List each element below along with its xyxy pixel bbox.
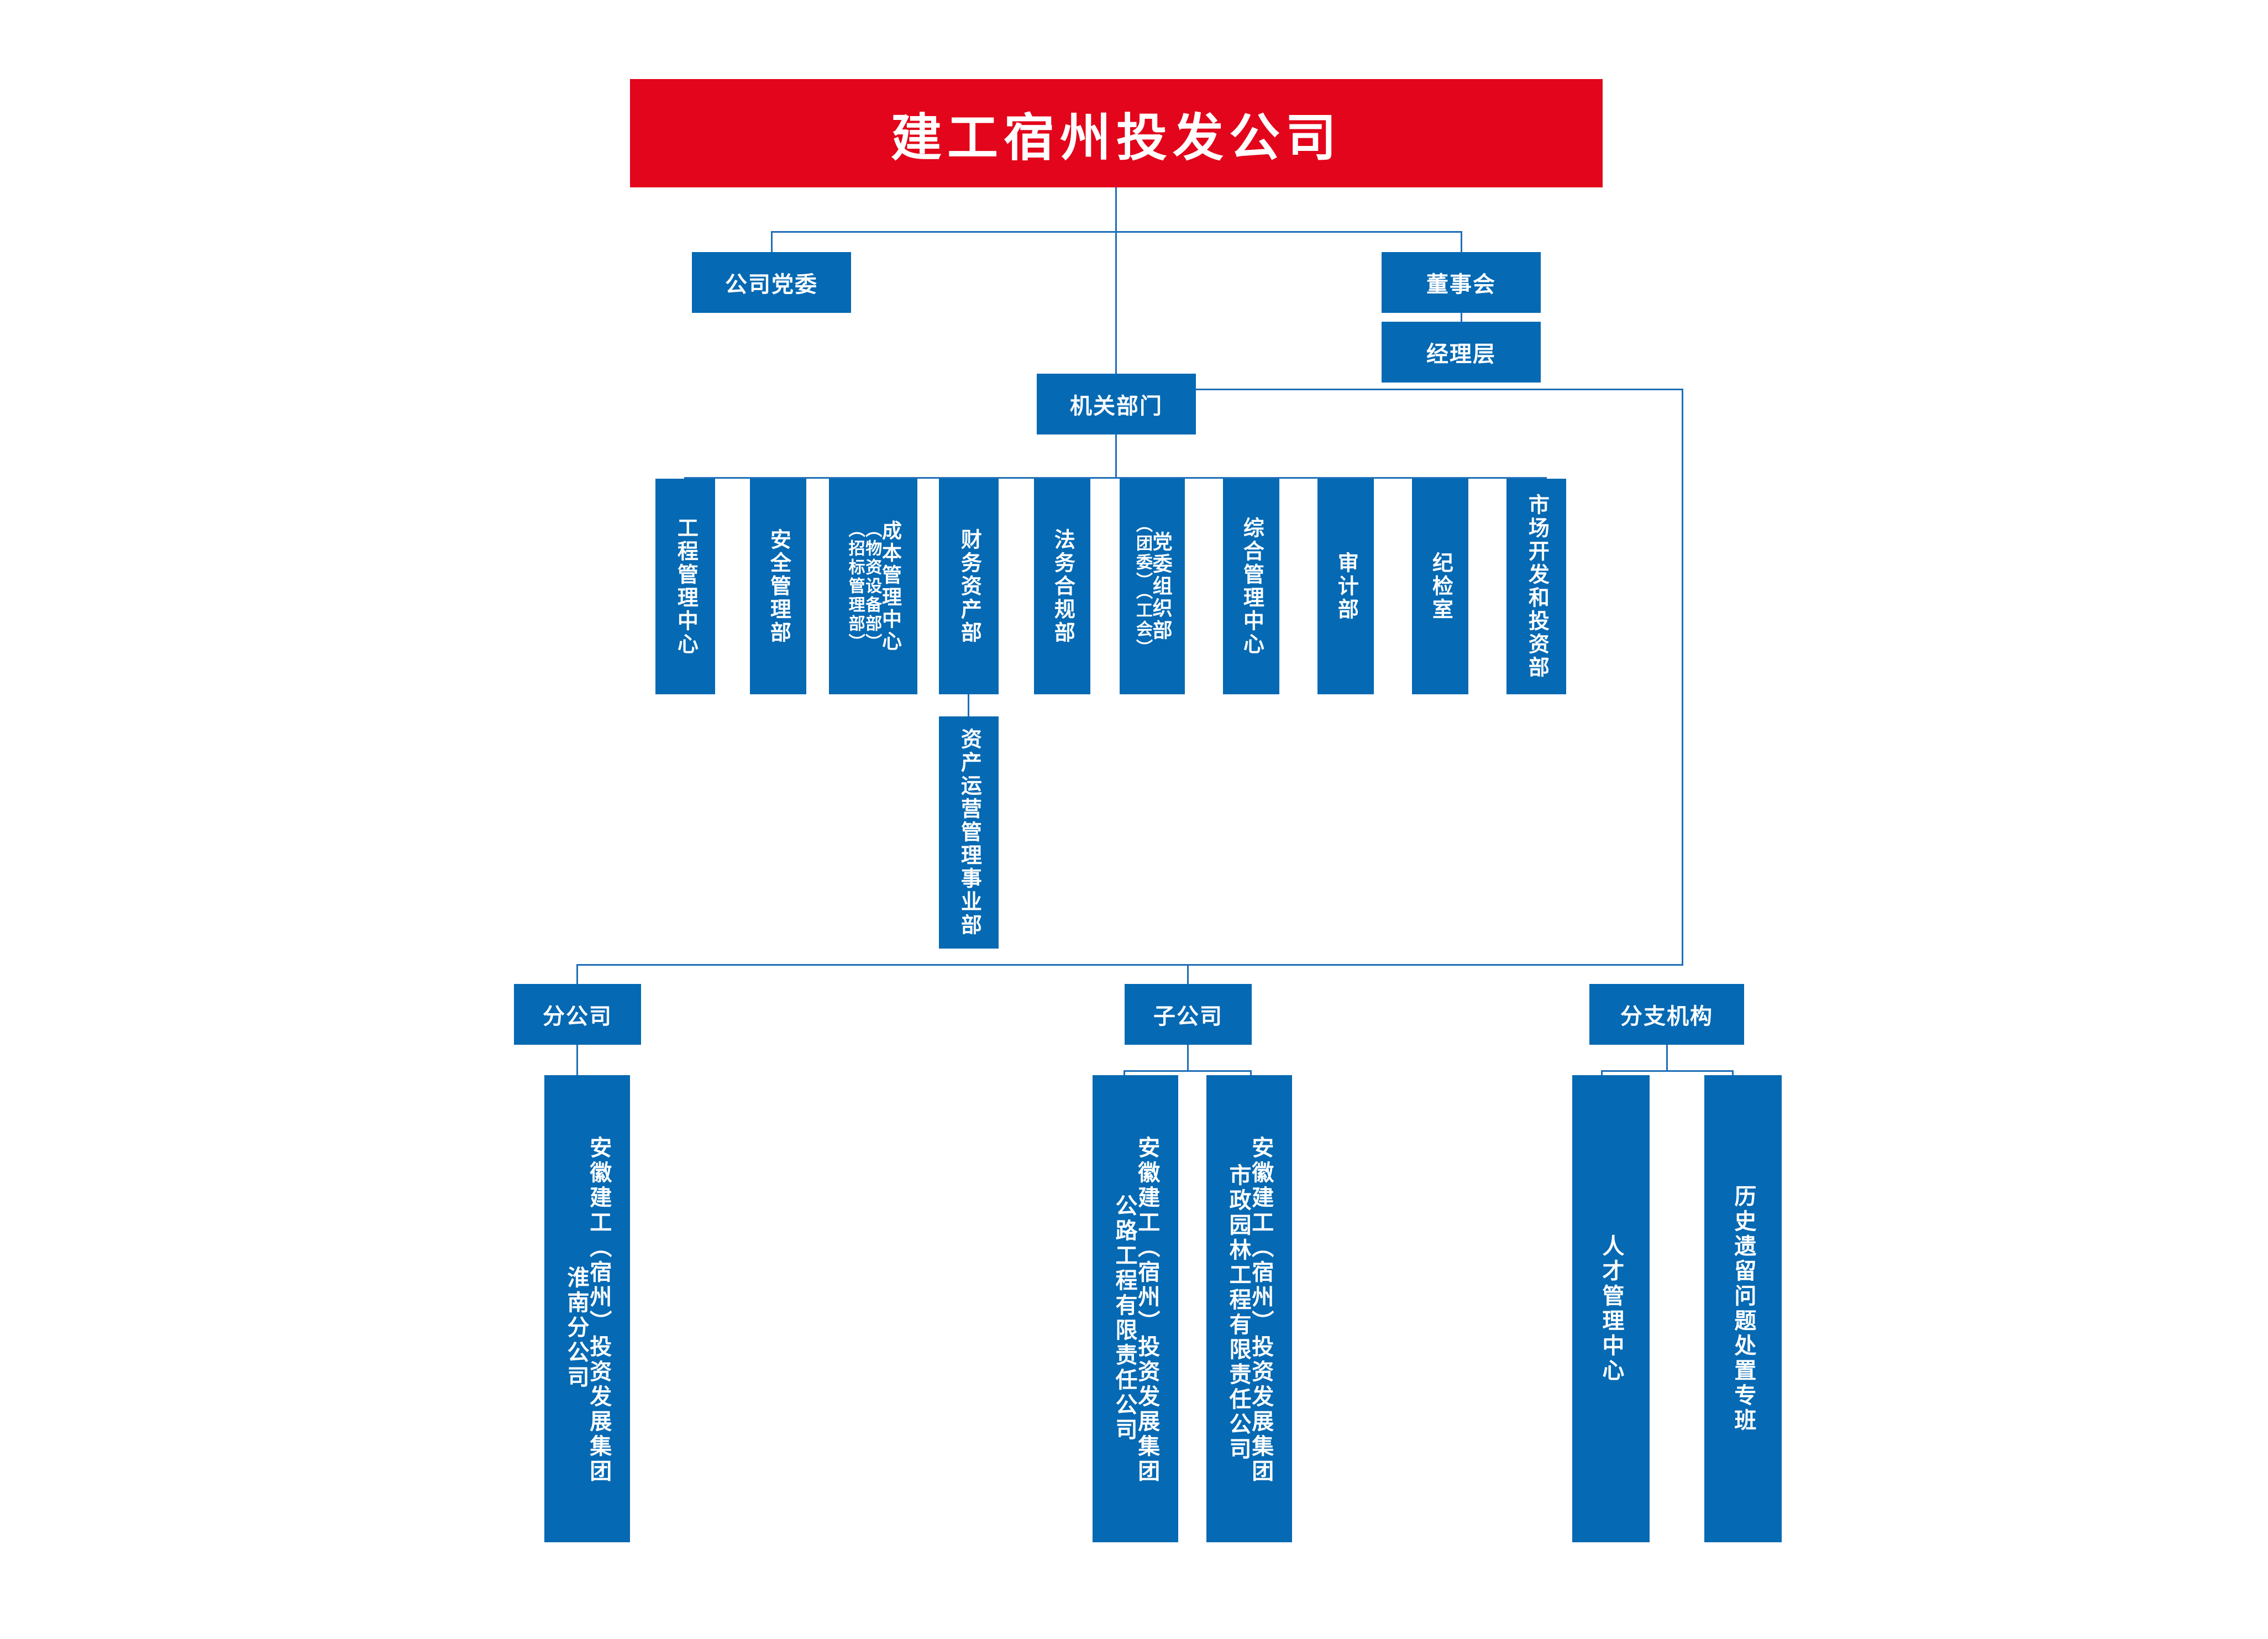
dept-label-col-1: 安全管理部 (767, 528, 790, 645)
connector-department-bus (684, 477, 1546, 479)
connector-root-stem (1115, 187, 1117, 376)
dept-market-development-investment[interactable]: 市场开发和投资部 (1506, 479, 1566, 694)
management-label: 经理层 (1426, 342, 1496, 366)
company-anhui-jiangong-suzhou-huainan-branch[interactable]: 安徽建工（宿州）投资发展集团 淮南分公司 (544, 1075, 630, 1542)
dept-label-col-3: （招标管理部） (846, 521, 864, 652)
connector-bottom-stem-subsidiary (1187, 964, 1189, 1001)
dept-engineering-management-center[interactable]: 工程管理中心 (655, 479, 715, 694)
company-label-col-2: 淮南分公司 (564, 1266, 589, 1390)
connector-branch-institution-span (1601, 1070, 1734, 1072)
dept-label-col-2: （物资设备部） (863, 521, 881, 652)
connector-head-right-rail (1196, 389, 1683, 390)
node-group-branch-institution[interactable]: 分支机构 (1589, 984, 1744, 1045)
company-label-col-2: 公路工程有限责任公司 (1112, 1194, 1137, 1443)
dept-label-col-2: （团委）（工会） (1133, 515, 1152, 658)
dept-cost-management-center[interactable]: 成本管理中心 （物资设备部） （招标管理部） (829, 479, 917, 694)
connector-right-rail-down (1682, 389, 1683, 965)
dept-safety-management[interactable]: 安全管理部 (750, 479, 806, 694)
dept-label-col-1: 综合管理中心 (1240, 517, 1263, 656)
connector-bottom-bus (576, 964, 1683, 966)
node-management-layer[interactable]: 经理层 (1382, 322, 1541, 383)
company-label-col-1: 安徽建工（宿州）投资发展集团 (1135, 1136, 1159, 1484)
connector-board-stem (1461, 231, 1462, 253)
institution-legacy-issue-task-force[interactable]: 历史遗留问题处置专班 (1704, 1075, 1782, 1542)
company-label-col-1: 安徽建工（宿州）投资发展集团 (1248, 1136, 1273, 1484)
party-committee-label: 公司党委 (725, 273, 818, 297)
company-label-col-1: 安徽建工（宿州）投资发展集团 (586, 1136, 611, 1484)
asset-operation-label: 资产运营管理事业部 (957, 728, 981, 937)
dept-label-col-1: 财务资产部 (957, 528, 981, 645)
dept-party-organization[interactable]: 党委组织部 （团委）（工会） (1120, 479, 1185, 694)
dept-label-col-1: 法务合规部 (1051, 528, 1074, 645)
institution-label-col-1: 人才管理中心 (1599, 1234, 1624, 1384)
dept-discipline-inspection[interactable]: 纪检室 (1412, 479, 1468, 694)
group-branch-institution-label: 分支机构 (1620, 1004, 1713, 1029)
dept-label-col-1: 审计部 (1334, 552, 1358, 621)
node-party-committee[interactable]: 公司党委 (692, 252, 851, 313)
connector-subsidiary-drop (1187, 1045, 1189, 1071)
connector-branch-institution-drop (1666, 1045, 1668, 1071)
dept-legal-compliance[interactable]: 法务合规部 (1034, 479, 1090, 694)
board-label: 董事会 (1426, 273, 1496, 297)
institution-label-col-1: 历史遗留问题处置专班 (1731, 1184, 1756, 1433)
company-anhui-jiangong-suzhou-municipal-landscape-engineering[interactable]: 安徽建工（宿州）投资发展集团 市政园林工程有限责任公司 (1206, 1075, 1292, 1542)
dept-audit[interactable]: 审计部 (1317, 479, 1374, 694)
institution-talent-management-center[interactable]: 人才管理中心 (1572, 1075, 1650, 1542)
company-anhui-jiangong-suzhou-highway-engineering[interactable]: 安徽建工（宿州）投资发展集团 公路工程有限责任公司 (1093, 1075, 1178, 1542)
connector-party-stem (771, 231, 773, 253)
connector-head-to-bus (1115, 434, 1117, 478)
dept-general-management-center[interactable]: 综合管理中心 (1223, 479, 1279, 694)
dept-finance-assets[interactable]: 财务资产部 (939, 479, 999, 694)
dept-label-col-1: 市场开发和投资部 (1525, 494, 1548, 679)
connector-subsidiary-span (1124, 1070, 1252, 1072)
connector-root-to-party (771, 231, 1116, 233)
node-board-of-directors[interactable]: 董事会 (1382, 252, 1541, 313)
node-group-subsidiary[interactable]: 子公司 (1125, 984, 1252, 1045)
dept-label-col-1: 党委组织部 (1149, 531, 1173, 642)
dept-label-col-1: 工程管理中心 (674, 517, 697, 656)
connector-branch-company-to-child (576, 1045, 578, 1075)
dept-label-col-1: 纪检室 (1429, 552, 1452, 621)
dept-label-col-1: 成本管理中心 (879, 520, 902, 653)
group-subsidiary-label: 子公司 (1153, 1004, 1223, 1029)
node-group-branch-company[interactable]: 分公司 (514, 984, 641, 1045)
root-company-label: 建工宿州投发公司 (890, 109, 1342, 166)
root-company-banner: 建工宿州投发公司 (630, 79, 1603, 187)
connector-root-to-board (1115, 231, 1462, 233)
node-departments-head[interactable]: 机关部门 (1037, 374, 1196, 434)
group-branch-company-label: 分公司 (543, 1004, 612, 1029)
company-label-col-2: 市政园林工程有限责任公司 (1226, 1164, 1251, 1462)
departments-head-label: 机关部门 (1070, 394, 1163, 418)
connector-finance-to-asset-operation (968, 694, 969, 719)
dept-asset-operation-business[interactable]: 资产运营管理事业部 (939, 716, 999, 949)
connector-bottom-stem-branch-company (576, 964, 578, 1001)
